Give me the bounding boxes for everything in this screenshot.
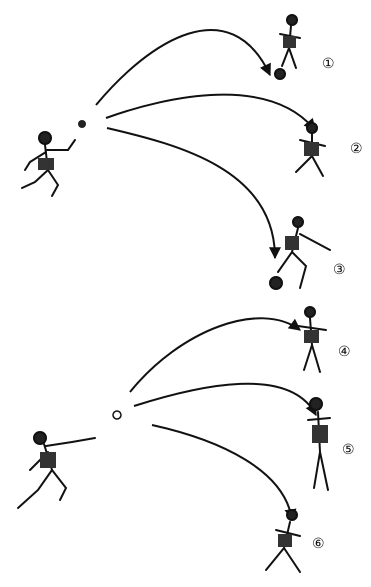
trajectory-3: [107, 128, 275, 258]
trajectory-5: [134, 384, 316, 415]
trajectory-1: [96, 30, 270, 105]
label-3: ③: [333, 263, 346, 277]
trajectory-2: [106, 95, 315, 130]
receiver-4-figure: [298, 307, 326, 372]
thrower-bottom-figure: [18, 432, 95, 508]
ball-bottom: [113, 411, 121, 419]
label-1: ①: [322, 57, 335, 71]
receiver-2-figure: [296, 123, 325, 176]
receiver-1-figure: [275, 15, 300, 79]
trajectory-6: [152, 425, 292, 520]
ball-top: [78, 120, 86, 128]
label-2: ②: [350, 142, 363, 156]
receiver-5-figure: [308, 398, 330, 490]
receiver-3-figure: [270, 217, 330, 289]
label-6: ⑥: [312, 537, 325, 551]
label-4: ④: [338, 345, 351, 359]
label-5: ⑤: [342, 443, 355, 457]
trajectory-4: [130, 318, 300, 392]
thrower-top-figure: [22, 132, 75, 196]
receiver-6-figure: [266, 510, 300, 572]
